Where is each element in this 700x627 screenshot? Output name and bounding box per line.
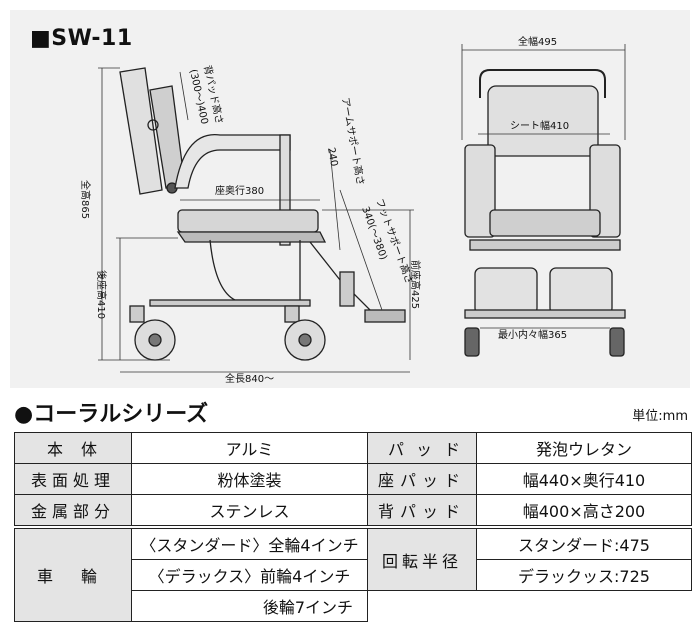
side-view xyxy=(119,67,406,361)
table-row: 金属部分 ステンレス 背パッド 幅400×高さ200 xyxy=(14,494,692,526)
radius-standard: スタンダード:475 xyxy=(476,528,692,560)
wheel-label: 車輪 xyxy=(14,528,132,622)
wheel-standard: 〈スタンダード〉全輪4インチ xyxy=(131,528,368,560)
table-row: 後輪7インチ xyxy=(15,590,692,622)
spec-table: 本体 アルミ パッド 発泡ウレタン 表面処理 粉体塗装 座パッド 幅440×奥行… xyxy=(14,432,692,526)
spec-label: 本体 xyxy=(14,432,132,464)
spec-value: 幅440×奥行410 xyxy=(476,463,692,495)
seat-width-label: シート幅410 xyxy=(510,119,569,132)
table-row: 〈デラックス〉前輪4インチ デラックッス:725 xyxy=(15,559,692,591)
table-row: 車輪 〈スタンダード〉全輪4インチ 回転半径 スタンダード:475 xyxy=(14,528,692,622)
spec-label: 座パッド xyxy=(367,463,477,495)
total-length-label: 全長840～ xyxy=(225,372,274,385)
front-seat-height-label: 前座高425 xyxy=(409,260,422,309)
wheel-rear: 後輪7インチ xyxy=(131,590,368,622)
unit-label: 単位:mm xyxy=(632,409,688,424)
spec-value: アルミ xyxy=(131,432,368,464)
model-number: ■SW-11 xyxy=(30,26,133,51)
empty-cell xyxy=(367,590,692,622)
total-width-label: 全幅495 xyxy=(518,35,557,48)
rear-seat-height-label: 後座高410 xyxy=(95,270,108,319)
spec-label: 背パッド xyxy=(367,494,477,526)
arm-height-value: 240 xyxy=(325,147,339,168)
total-height-label: 全高865 xyxy=(79,180,92,219)
spec-label: 表面処理 xyxy=(14,463,132,495)
min-inner-width-label: 最小内々幅365 xyxy=(498,328,567,341)
table-row: 本体 アルミ パッド 発泡ウレタン xyxy=(14,432,692,464)
table-row: 表面処理 粉体塗装 座パッド 幅440×奥行410 xyxy=(14,463,692,495)
seat-depth-label: 座奥行380 xyxy=(215,184,264,197)
arm-height-label: アームサポート高さ xyxy=(339,96,367,186)
series-title: ●コーラルシリーズ xyxy=(14,402,209,427)
front-view xyxy=(464,69,626,357)
spec-value: 粉体塗装 xyxy=(131,463,368,495)
spec-value: 幅400×高さ200 xyxy=(476,494,692,526)
radius-label: 回転半径 xyxy=(367,528,477,591)
spec-label: 金属部分 xyxy=(14,494,132,526)
chair-drawing: 全幅495 シート幅410 最小内々幅365 座奥行380 全長840～ 全高8… xyxy=(79,35,626,385)
spec-value: 発泡ウレタン xyxy=(476,432,692,464)
spec-label: パッド xyxy=(367,432,477,464)
spec-value: ステンレス xyxy=(131,494,368,526)
radius-deluxe: デラックッス:725 xyxy=(476,559,692,591)
wheel-deluxe: 〈デラックス〉前輪4インチ xyxy=(131,559,368,591)
product-diagram: 全幅495 シート幅410 最小内々幅365 座奥行380 全長840～ 全高8… xyxy=(10,10,690,388)
wheel-table: 車輪 〈スタンダード〉全輪4インチ 回転半径 スタンダード:475 〈デラックス… xyxy=(14,528,692,622)
